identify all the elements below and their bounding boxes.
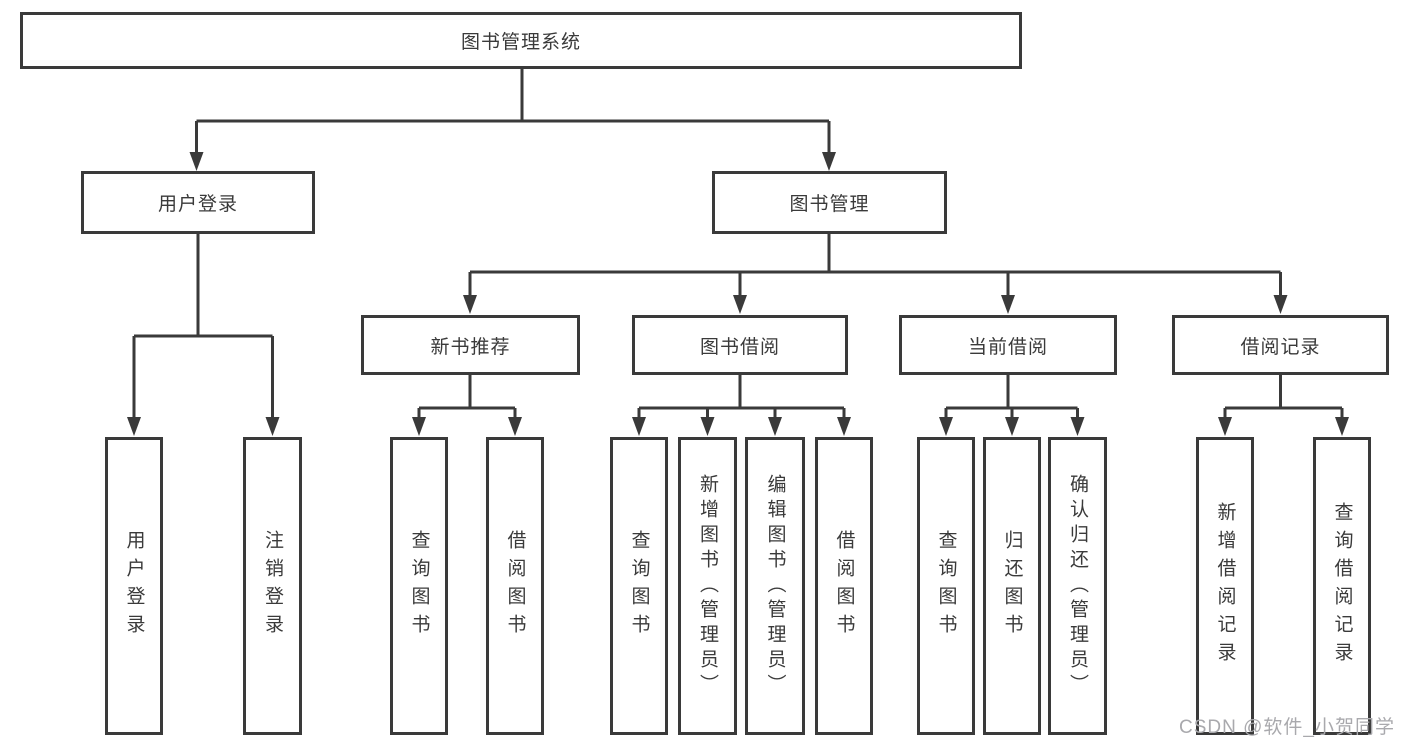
node-label: 查询图书 xyxy=(628,530,650,642)
node-label: 当前借阅 xyxy=(967,336,1048,358)
node-label: 编辑图书（管理员） xyxy=(764,473,786,699)
leaf-return-books: 归还图书 xyxy=(983,437,1041,735)
node-current-borrow: 当前借阅 xyxy=(899,315,1117,375)
node-label: 借阅图书 xyxy=(833,530,855,642)
node-label: 新增借阅记录 xyxy=(1214,502,1236,670)
node-label: 用户登录 xyxy=(123,530,145,642)
node-label: 借阅记录 xyxy=(1240,336,1321,358)
leaf-borrow-books: 借阅图书 xyxy=(815,437,873,735)
node-borrow-records: 借阅记录 xyxy=(1172,315,1389,375)
node-label: 查询图书 xyxy=(935,530,957,642)
leaf-search-books: 查询图书 xyxy=(390,437,448,735)
node-label: 新书推荐 xyxy=(430,336,511,358)
leaf-borrow-books: 借阅图书 xyxy=(486,437,544,735)
node-label: 用户登录 xyxy=(157,194,238,215)
leaf-confirm-return-admin: 确认归还（管理员） xyxy=(1048,437,1107,735)
node-book-borrow: 图书借阅 xyxy=(632,315,848,375)
leaf-search-books: 查询图书 xyxy=(917,437,975,735)
node-label: 确认归还（管理员） xyxy=(1067,473,1088,699)
node-new-book-recommend: 新书推荐 xyxy=(361,315,580,375)
node-book-management: 图书管理 xyxy=(712,171,947,234)
node-library-management-system: 图书管理系统 xyxy=(20,12,1022,69)
node-label: 图书借阅 xyxy=(699,336,780,358)
node-user-login: 用户登录 xyxy=(81,171,315,234)
node-label: 查询借阅记录 xyxy=(1331,502,1353,670)
leaf-user-login: 用户登录 xyxy=(105,437,163,735)
leaf-search-books: 查询图书 xyxy=(610,437,668,735)
node-label: 归还图书 xyxy=(1001,530,1023,642)
leaf-search-borrow-record: 查询借阅记录 xyxy=(1313,437,1371,735)
csdn-watermark: CSDN @软件_小贺同学 xyxy=(1179,717,1395,738)
leaf-edit-book-admin: 编辑图书（管理员） xyxy=(745,437,805,735)
leaf-logout: 注销登录 xyxy=(243,437,302,735)
node-label: 查询图书 xyxy=(408,530,430,642)
node-label: 图书管理 xyxy=(789,194,870,215)
node-label: 新增图书（管理员） xyxy=(697,473,718,699)
leaf-add-book-admin: 新增图书（管理员） xyxy=(678,437,737,735)
leaf-add-borrow-record: 新增借阅记录 xyxy=(1196,437,1254,735)
node-label: 图书管理系统 xyxy=(460,32,581,53)
node-label: 注销登录 xyxy=(262,530,283,642)
node-label: 借阅图书 xyxy=(504,530,526,642)
